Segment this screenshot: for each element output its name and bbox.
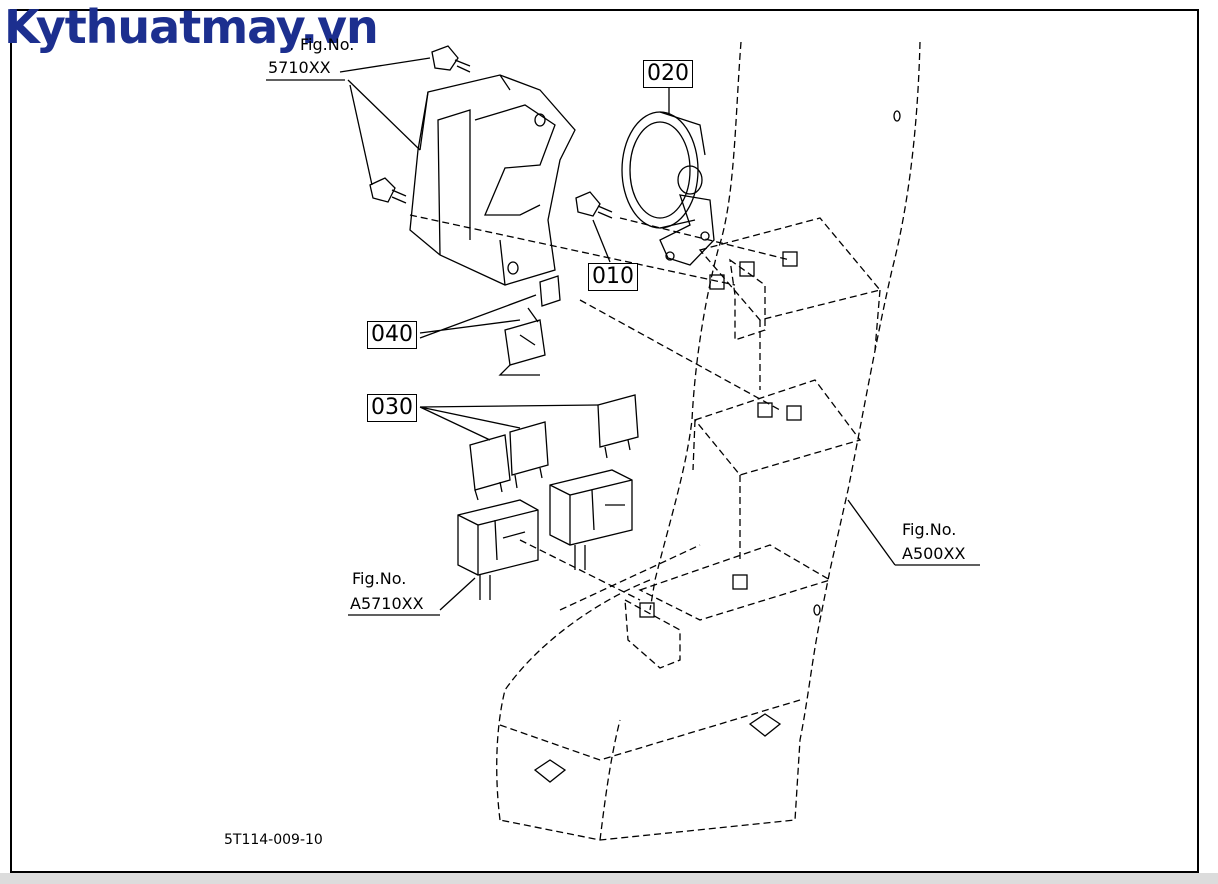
- callout-030: 030: [367, 394, 417, 422]
- bolt-010: [575, 191, 613, 263]
- bottom-fig-code: A5710XX: [350, 594, 424, 613]
- relay-holders: [439, 469, 633, 611]
- top-left-fig-code: 5710XX: [268, 58, 331, 77]
- right-fig-label: Fig.No.: [902, 520, 957, 539]
- relays-030: [419, 394, 639, 501]
- frame-nuts: [533, 110, 901, 783]
- controller-bracket: [409, 74, 576, 286]
- drawing-code: 5T114-009-10: [224, 832, 323, 848]
- right-fig-code: A500XX: [902, 544, 966, 563]
- horn-020: [621, 86, 715, 266]
- leader-lines: [266, 79, 980, 616]
- relay-040: [419, 275, 561, 376]
- top-left-fig-label: Fig.No.: [300, 35, 355, 54]
- bottom-fig-label: Fig.No.: [352, 569, 407, 588]
- frame-column: [409, 41, 921, 841]
- callout-020: 020: [643, 60, 693, 88]
- diagram-frame: [10, 9, 1199, 873]
- callout-010: 010: [588, 263, 638, 291]
- bottom-scroll-strip: [0, 873, 1218, 884]
- callout-040: 040: [367, 321, 417, 349]
- bolts-5710: [339, 45, 471, 204]
- site-watermark: Kythuatmay.vn: [4, 0, 379, 54]
